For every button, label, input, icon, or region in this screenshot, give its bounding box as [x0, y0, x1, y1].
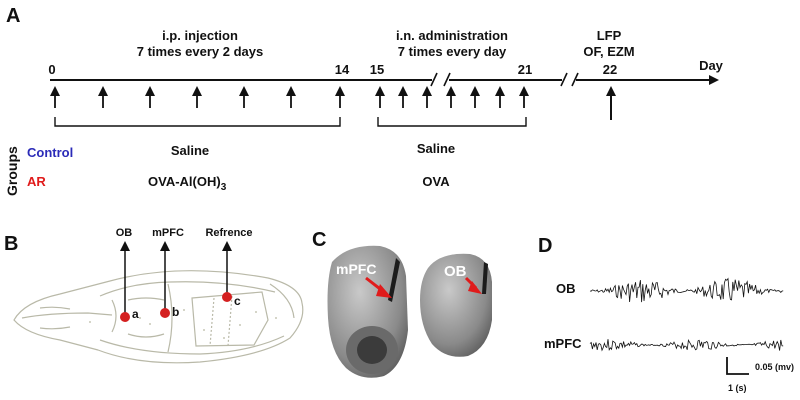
panel-label-c: C — [312, 229, 326, 251]
ar-label: AR — [27, 174, 46, 189]
ova-alum-text: OVA-Al(OH) — [148, 174, 221, 189]
brain-slice-ob — [420, 253, 492, 357]
ova-alum-subscript: 3 — [221, 182, 227, 193]
electrode-ob — [120, 312, 130, 322]
panel-label-d: D — [538, 235, 552, 257]
mpfc-trace-label: mPFC — [544, 336, 582, 351]
day-axis-label: Day — [699, 58, 724, 73]
panel-label-b: B — [4, 233, 18, 255]
electrode-leads — [120, 241, 232, 316]
groups-label: Groups — [4, 146, 20, 196]
day-0-label: 0 — [48, 62, 55, 77]
ova-alum-label: OVA-Al(OH)3 — [148, 174, 227, 193]
ip-injection-subtitle: 7 times every 2 days — [137, 44, 263, 59]
electrode-c-label: c — [234, 294, 241, 308]
scale-bar — [726, 357, 749, 375]
ip-injection-arrows — [50, 86, 345, 108]
day-22-label: 22 — [603, 62, 617, 77]
control-label: Control — [27, 145, 73, 160]
mpfc-slice-label: mPFC — [336, 261, 376, 277]
in-admin-title: i.n. administration — [396, 28, 508, 43]
reference-site-label: Refrence — [205, 227, 252, 239]
ova-in: OVA — [422, 174, 450, 189]
electrode-a-label: a — [132, 307, 139, 321]
ip-injection-title: i.p. injection — [162, 28, 238, 43]
timeline-break-1 — [430, 72, 451, 87]
in-bracket — [377, 117, 527, 127]
saline-in: Saline — [417, 141, 455, 156]
test-subtitle: OF, EZM — [583, 44, 634, 59]
electrode-mpfc — [160, 308, 170, 318]
red-arrows — [365, 276, 482, 298]
rat-skull-illustration — [13, 270, 304, 364]
panel-label-a: A — [6, 5, 20, 27]
ip-bracket — [54, 117, 341, 127]
scale-y-label: 0.05 (mv) — [755, 362, 794, 372]
scale-x-label: 1 (s) — [728, 383, 747, 393]
day-14-label: 14 — [335, 62, 350, 77]
ob-site-label: OB — [116, 227, 133, 239]
timeline-break-2 — [560, 72, 579, 87]
mpfc-lfp-trace — [589, 338, 784, 352]
day-21-label: 21 — [518, 62, 532, 77]
mpfc-site-label: mPFC — [152, 227, 184, 239]
electrode-b-label: b — [172, 305, 179, 319]
saline-ip: Saline — [171, 143, 209, 158]
ob-slice-label: OB — [444, 263, 467, 280]
ob-trace-label: OB — [556, 281, 576, 296]
ob-lfp-trace — [589, 277, 784, 303]
day-15-label: 15 — [370, 62, 384, 77]
test-title: LFP — [597, 28, 622, 43]
brain-slice-mpfc — [327, 245, 408, 378]
electrode-reference — [222, 292, 232, 302]
skull-texture — [89, 309, 277, 339]
in-admin-subtitle: 7 times every day — [398, 44, 507, 59]
in-administration-arrows — [375, 86, 529, 108]
